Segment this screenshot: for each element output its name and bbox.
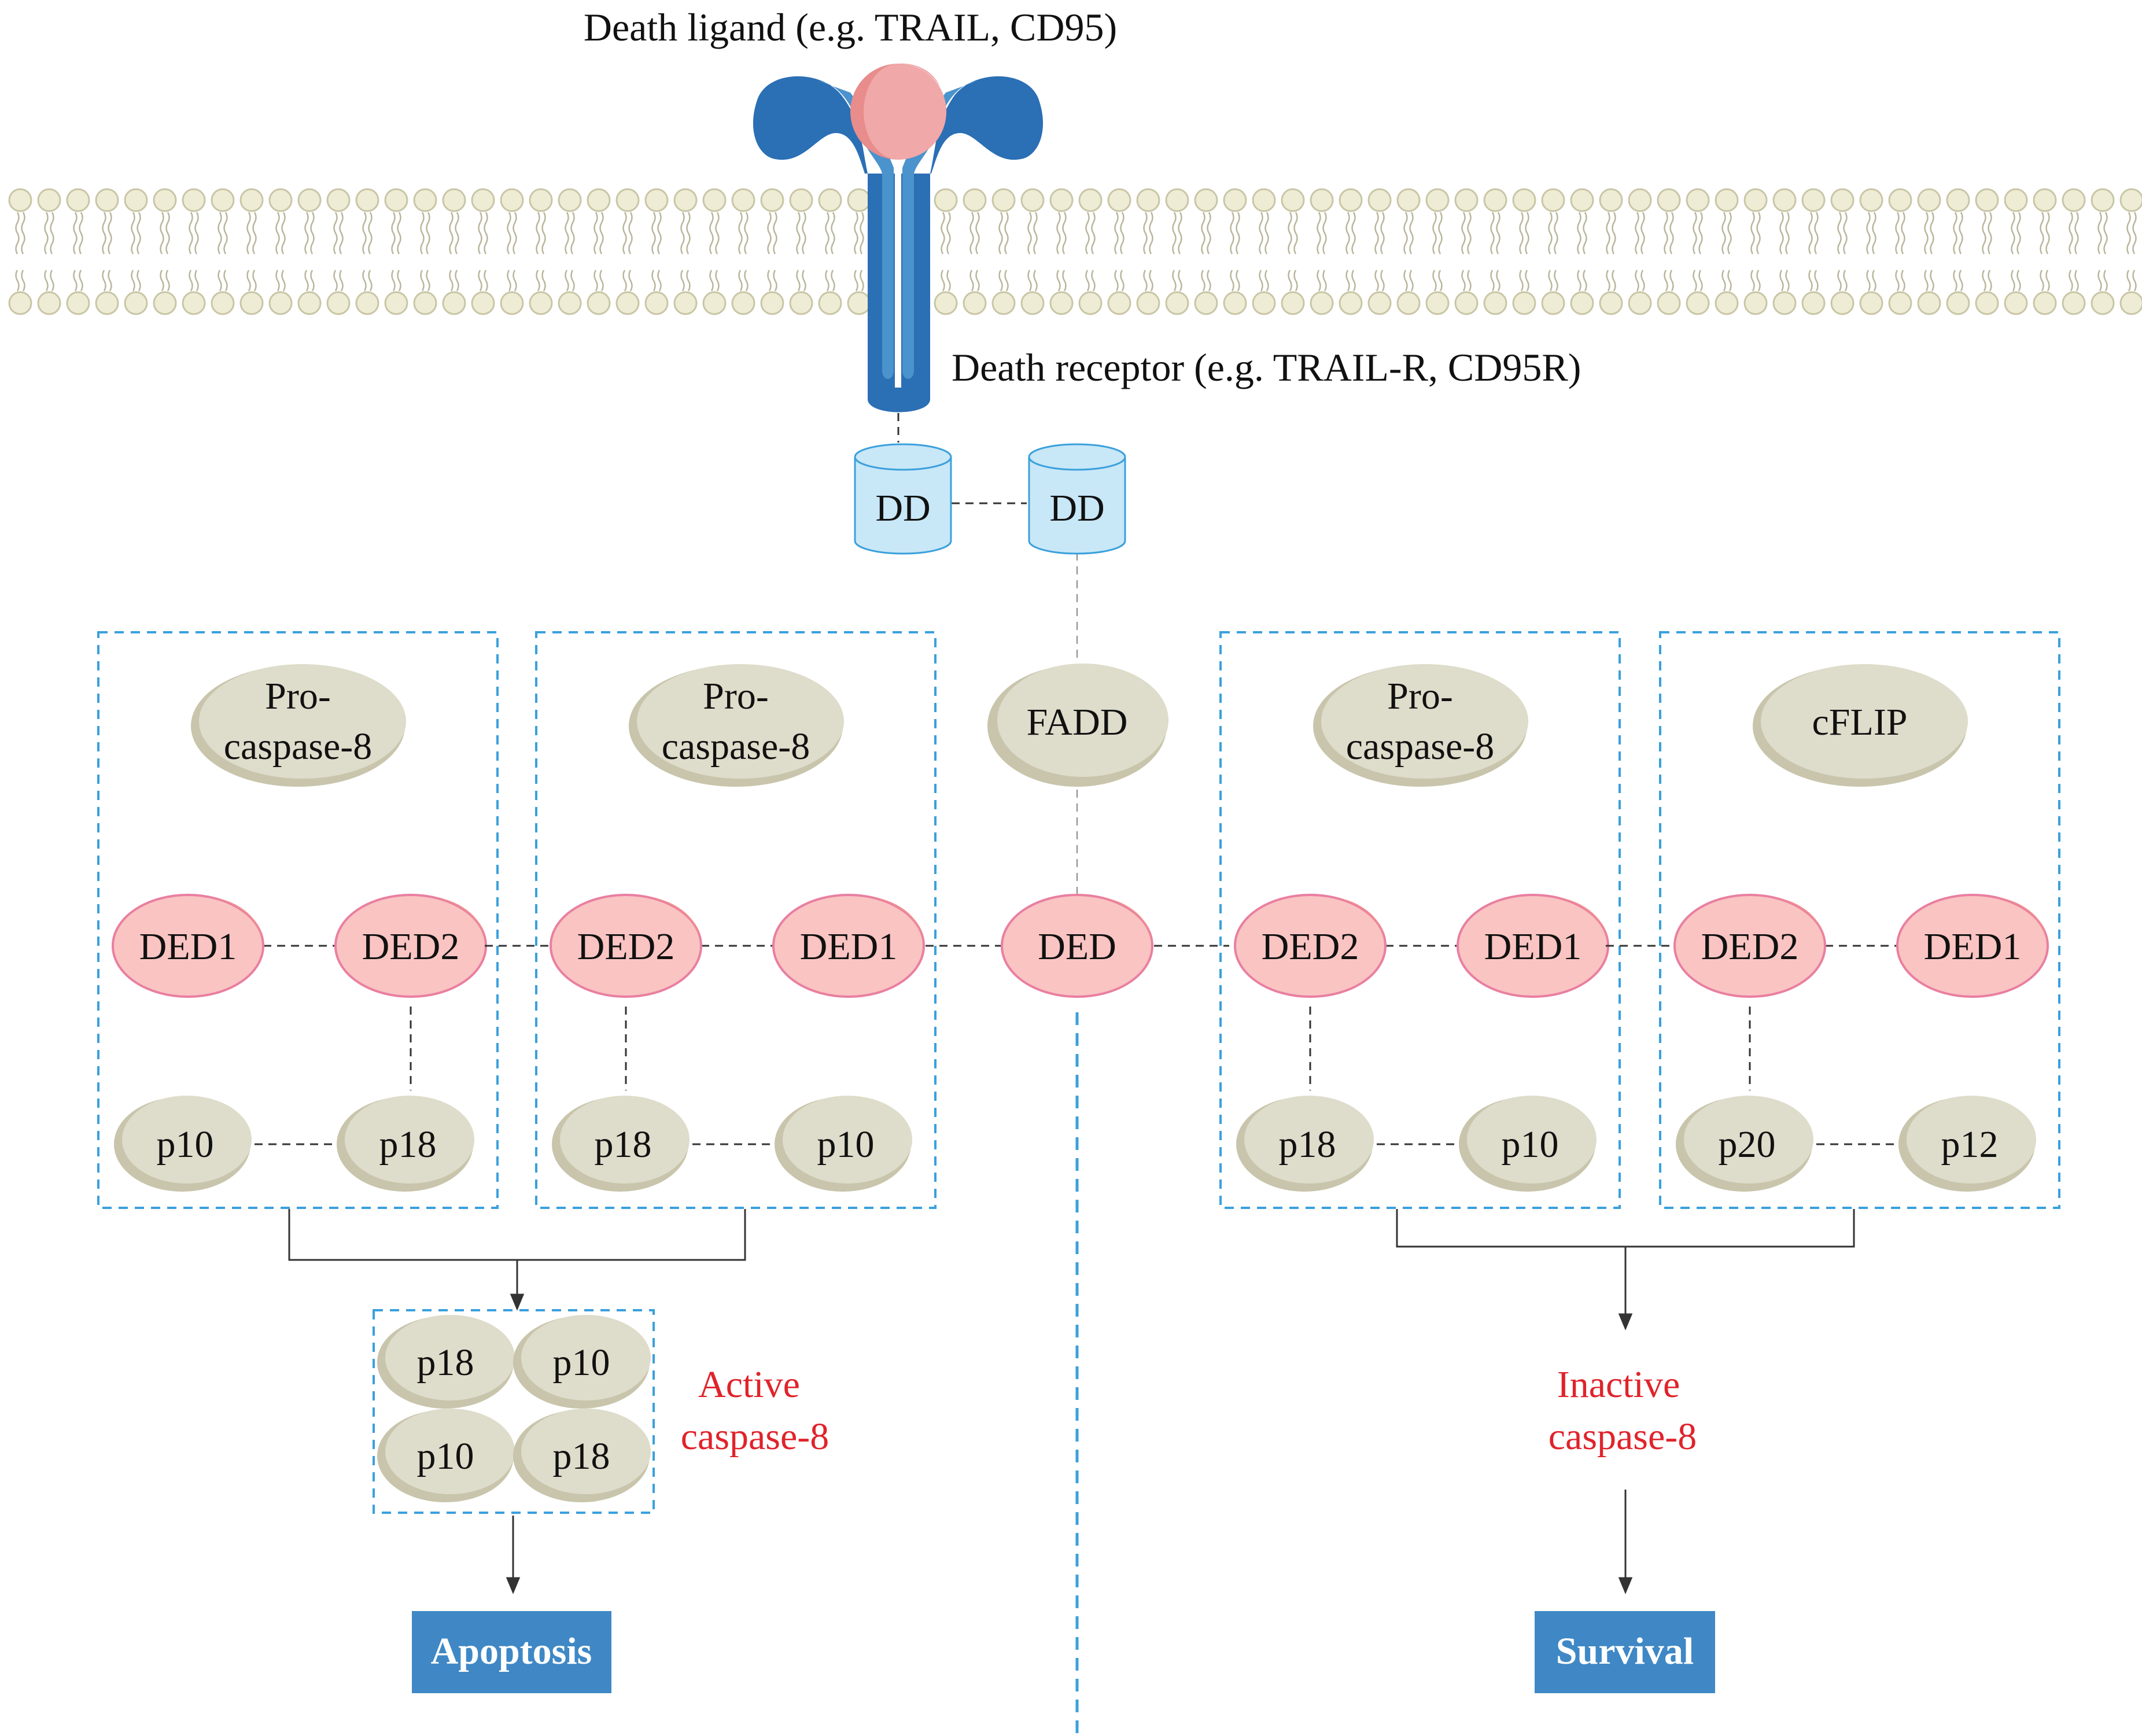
ded-left-label: DED1: [139, 926, 237, 968]
dd-left-label: DD: [875, 487, 930, 529]
ded-right-label: DED1: [1484, 926, 1582, 968]
title-line-1: Pro-: [1387, 675, 1453, 717]
dd-cylinder-right: DD: [1028, 443, 1126, 555]
subunit-right: [337, 1096, 474, 1192]
subunit-right-label: p10: [817, 1123, 875, 1166]
cell-membrane: [6, 179, 2142, 324]
title-line-1: cFLIP: [1812, 701, 1908, 743]
survival-label: Survival: [1556, 1630, 1694, 1672]
subunit-left-label: p20: [1719, 1123, 1776, 1166]
ded-right-label: DED1: [800, 926, 898, 968]
ded-left: [1234, 894, 1387, 998]
left-arrowhead-1: [510, 1293, 525, 1311]
caspase-box-border: [1219, 631, 1621, 1209]
active-complex-box: [373, 1309, 655, 1514]
active-subunit-label: p18: [417, 1341, 474, 1384]
ded-right-label: DED2: [362, 926, 460, 968]
caspase-box-border: [535, 631, 937, 1209]
dd-cylinder-left: DD: [854, 443, 952, 555]
title-protein: [1753, 664, 1968, 787]
ded-left: [1673, 894, 1826, 998]
right-bracket: [1396, 1209, 1855, 1248]
fadd-label: FADD: [1027, 701, 1128, 743]
ded-left: [112, 894, 264, 998]
death-ligand-label: Death ligand (e.g. TRAIL, CD95): [584, 5, 1117, 49]
active-subunit-label: p10: [417, 1435, 474, 1477]
subunit-left-label: p18: [1279, 1123, 1336, 1166]
caspase-box-border: [1659, 631, 2060, 1209]
title-line-2: caspase-8: [1346, 725, 1495, 768]
ded-left: [550, 894, 702, 998]
active-subunit-2: [513, 1315, 651, 1409]
active-subunit-label: p18: [553, 1435, 610, 1477]
ded-left-label: DED2: [1701, 926, 1799, 968]
ded-left-label: DED2: [577, 926, 675, 968]
title-line-2: caspase-8: [662, 725, 810, 768]
active-caspase-label-1: Active: [698, 1363, 800, 1406]
brackets: [288, 1209, 1855, 1594]
death-ligand: [850, 63, 946, 160]
active-subunit-4: [513, 1409, 651, 1502]
subunit-right: [1459, 1096, 1597, 1192]
right-arrowhead-2: [1618, 1577, 1633, 1594]
fadd-ded: DED: [1001, 894, 1153, 998]
title-protein: [1313, 664, 1528, 787]
title-protein: [629, 664, 844, 787]
caspase-box-4: cFLIP DED2 DED1 p20 p12: [1659, 631, 2060, 1209]
title-line-2: caspase-8: [224, 725, 373, 768]
left-bracket: [288, 1209, 746, 1261]
left-arrowhead-2: [506, 1577, 521, 1594]
apoptosis-label: Apoptosis: [431, 1630, 592, 1672]
subunit-left: [1236, 1096, 1374, 1192]
subunit-right-label: p10: [1502, 1123, 1559, 1166]
fadd-protein: FADD: [987, 664, 1168, 787]
active-subunit-label: p10: [553, 1341, 610, 1384]
subunit-right: [1898, 1096, 2036, 1192]
ded-right-label: DED1: [1924, 926, 2022, 968]
active-subunit-1: [377, 1315, 515, 1409]
subunit-left: [114, 1096, 252, 1192]
ded-right: [1896, 894, 2049, 998]
active-caspase-label-2: caspase-8: [681, 1416, 829, 1458]
right-arrowhead-1: [1618, 1313, 1633, 1330]
apoptosis-box: Apoptosis: [412, 1611, 611, 1693]
ded-right: [772, 894, 925, 998]
subunit-left: [1676, 1096, 1813, 1192]
inactive-caspase-label-1: Inactive: [1557, 1363, 1680, 1406]
ded-left-label: DED2: [1262, 926, 1359, 968]
fadd-ded-label: DED: [1038, 926, 1116, 968]
subunit-right-label: p18: [379, 1123, 437, 1166]
title-line-1: Pro-: [265, 675, 331, 717]
subunit-right-label: p12: [1941, 1123, 1999, 1166]
active-complex: p18 p10 p10 p18: [377, 1315, 651, 1502]
subunit-left-label: p18: [595, 1123, 652, 1166]
dd-right-label: DD: [1049, 487, 1104, 529]
title-line-1: Pro-: [703, 675, 769, 717]
title-protein: [191, 664, 406, 787]
subunit-left-label: p10: [157, 1123, 214, 1166]
death-receptor: [753, 76, 1044, 412]
subunit-right: [775, 1096, 912, 1192]
inactive-caspase-label-2: caspase-8: [1549, 1416, 1697, 1458]
survival-box: Survival: [1535, 1611, 1715, 1693]
subunit-left: [552, 1096, 690, 1192]
caspase-box-border: [97, 631, 499, 1209]
active-subunit-3: [377, 1409, 515, 1502]
death-receptor-label: Death receptor (e.g. TRAIL-R, CD95R): [952, 345, 1581, 389]
